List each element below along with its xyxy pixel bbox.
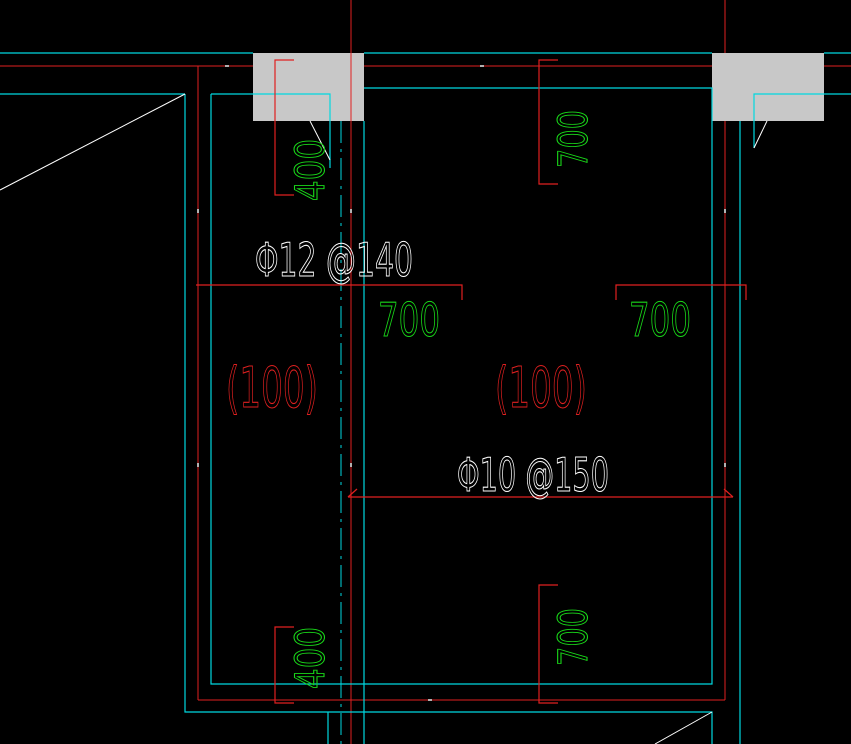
dim-right-horizontal: 700	[629, 293, 691, 347]
dim-mid-top-vertical: 700	[551, 110, 597, 168]
thickness-right-label: (100)	[495, 356, 587, 421]
break-lines	[0, 93, 768, 744]
top-rebar-label: Φ12 @140	[255, 233, 413, 287]
support-bar-left-bottom	[274, 626, 294, 704]
column-right	[712, 53, 824, 121]
support-bar-left-top	[274, 59, 294, 196]
dim-left-top-vertical: 400	[288, 139, 334, 201]
thickness-left-label: (100)	[226, 356, 318, 421]
support-bar-mid-top	[538, 59, 558, 185]
dim-mid-bottom-vertical: 700	[551, 608, 597, 666]
walls	[0, 52, 851, 744]
support-bar-mid-bottom	[538, 584, 558, 704]
rebar-lines	[196, 59, 747, 704]
dim-center-horizontal: 700	[378, 293, 440, 347]
top-rebar-line	[196, 284, 463, 300]
dim-left-bottom-vertical: 400	[288, 627, 334, 689]
column-left	[253, 53, 364, 121]
top-rebar-right-hook	[615, 284, 747, 300]
bottom-rebar-label: Φ10 @150	[457, 448, 609, 502]
centerline-dashes	[197, 65, 726, 701]
